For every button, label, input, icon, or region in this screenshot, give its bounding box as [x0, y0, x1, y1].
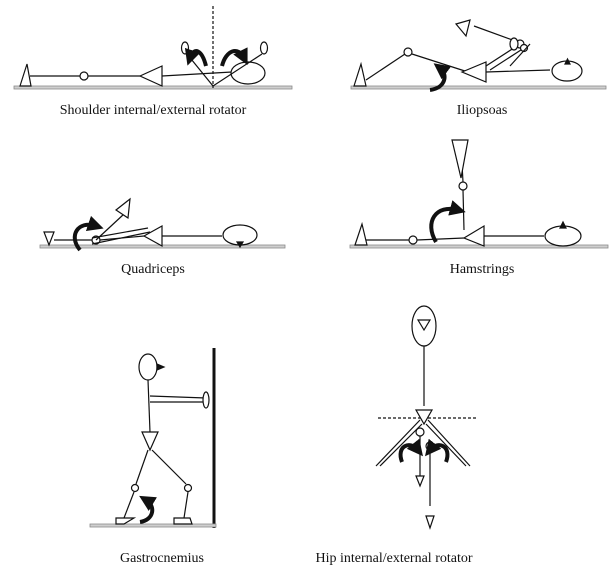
- floor-line: [90, 524, 216, 527]
- head-marker: [157, 364, 164, 370]
- head: [231, 62, 265, 84]
- bent-foot: [116, 199, 130, 218]
- knee-joint: [80, 72, 88, 80]
- head-marker: [565, 59, 570, 64]
- arm-upper: [150, 396, 206, 398]
- hand: [510, 38, 518, 50]
- flexed-thigh-2: [490, 48, 524, 70]
- rotation-arrow-left: [401, 445, 418, 462]
- head: [545, 226, 581, 246]
- foot: [20, 64, 31, 86]
- raised-knee: [459, 182, 467, 190]
- right-hand: [261, 42, 268, 54]
- knee-joint: [409, 236, 417, 244]
- front-shin: [184, 492, 188, 518]
- pelvis: [142, 432, 158, 450]
- rotation-arrow-right: [430, 445, 447, 462]
- floor-line: [14, 86, 292, 89]
- left-arm: [187, 54, 213, 86]
- panel-hip-rotator: [376, 306, 478, 528]
- caption-shoulder-rotator: Shoulder internal/external rotator: [60, 103, 247, 119]
- knee-joint: [404, 48, 412, 56]
- head-marker: [560, 222, 566, 228]
- pelvis: [464, 226, 484, 246]
- rotation-arrow-left: [190, 51, 206, 66]
- caption-quadriceps: Quadriceps: [121, 262, 185, 278]
- foot: [355, 224, 367, 245]
- stretch-arrow: [431, 209, 458, 242]
- hand: [203, 392, 209, 408]
- front-thigh: [152, 450, 186, 484]
- caption-iliopsoas: Iliopsoas: [457, 103, 508, 119]
- flexed-foot: [456, 20, 470, 36]
- raised-thigh: [463, 190, 464, 230]
- floor-line: [351, 86, 606, 89]
- panel-gastrocnemius: [90, 348, 216, 528]
- raised-foot: [452, 140, 468, 178]
- left-knee: [416, 428, 424, 436]
- front-foot: [174, 518, 192, 524]
- foot: [44, 232, 54, 245]
- upper-leg: [417, 238, 464, 240]
- stretch-arrow: [140, 500, 152, 522]
- lower-leg: [366, 52, 408, 80]
- trunk: [486, 70, 550, 72]
- back-shin: [124, 492, 134, 518]
- caption-hamstrings: Hamstrings: [450, 262, 515, 278]
- thigh-line-a: [92, 232, 150, 244]
- foot-a: [416, 476, 424, 486]
- left-hand: [182, 42, 189, 54]
- trunk: [148, 380, 150, 432]
- head: [139, 354, 157, 380]
- panel-shoulder-rotator: [14, 6, 292, 89]
- panel-iliopsoas: [351, 20, 606, 90]
- back-knee: [132, 485, 139, 492]
- left-leg-outer: [376, 420, 420, 466]
- caption-hip-rotator: Hip internal/external rotator: [315, 551, 472, 567]
- pelvis: [462, 62, 486, 82]
- panel-quadriceps: [40, 199, 285, 250]
- back-thigh: [136, 450, 148, 484]
- pelvis: [144, 226, 162, 246]
- panel-hamstrings: [350, 140, 608, 248]
- back-foot: [116, 518, 134, 524]
- foot: [354, 64, 366, 86]
- foot-b: [426, 516, 434, 528]
- pelvis: [140, 66, 162, 86]
- front-knee: [185, 485, 192, 492]
- right-leg-outer: [428, 420, 470, 466]
- trunk: [162, 72, 232, 76]
- caption-gastrocnemius: Gastrocnemius: [120, 551, 204, 567]
